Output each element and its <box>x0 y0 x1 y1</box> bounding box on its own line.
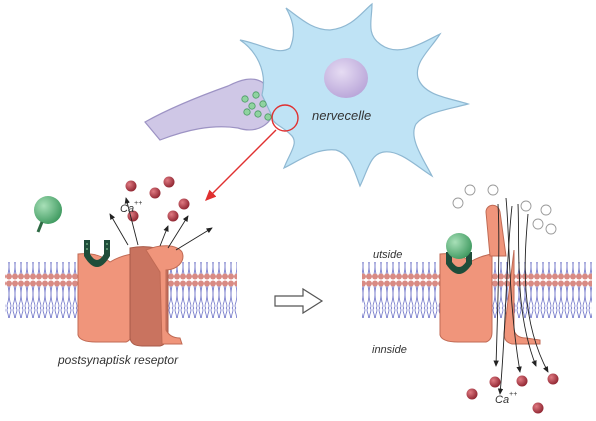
neuron-cell: nervecelle <box>144 2 471 188</box>
calcium-ions-inside <box>466 373 559 414</box>
binding-site <box>84 240 110 267</box>
process-arrow <box>274 287 324 315</box>
open-gate <box>485 204 507 257</box>
ion-flow-lines <box>493 197 549 395</box>
receptor-label: postsynaptisk reseptor <box>57 353 179 367</box>
receptor-closed <box>77 240 184 347</box>
receptor-open <box>439 204 541 345</box>
nucleus <box>324 58 368 98</box>
calcium-ions-entering <box>452 184 557 235</box>
synaptic-vesicles <box>241 91 272 121</box>
axon <box>144 78 274 141</box>
zoom-circle-marker <box>271 104 299 132</box>
calcium-label-right: Ca <box>495 394 509 406</box>
calcium-charge-right: ++ <box>509 391 517 398</box>
ion-arrows-left <box>109 197 213 251</box>
calcium-ions-left <box>125 176 190 222</box>
calcium-charge-left: ++ <box>134 200 142 207</box>
neuron-label: nervecelle <box>312 108 371 123</box>
outside-label: utside <box>373 249 402 261</box>
ligand-free <box>34 196 62 233</box>
inside-label: innside <box>372 344 407 356</box>
ligand-bound <box>446 233 472 259</box>
calcium-label-left: Ca <box>120 203 134 215</box>
zoom-arrow <box>205 129 277 201</box>
